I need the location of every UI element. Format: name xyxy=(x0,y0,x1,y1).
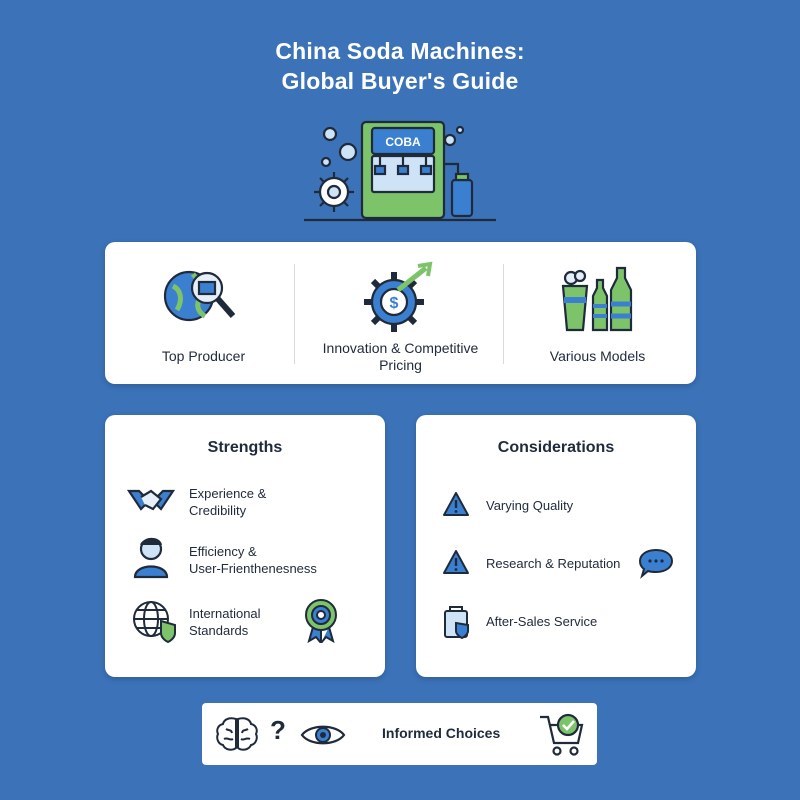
machine-label: COBA xyxy=(385,135,421,149)
informed-choices-bar: ? Informed Choices xyxy=(202,703,597,765)
warning-icon xyxy=(443,492,469,516)
consideration-item: Varying Quality xyxy=(416,491,696,541)
person-icon xyxy=(133,537,169,579)
consideration-item: Research & Reputation xyxy=(416,548,696,599)
strength-item: International Standards xyxy=(105,599,385,649)
informed-choices-label: Informed Choices xyxy=(382,725,501,741)
feature-various-models: Various Models xyxy=(499,242,696,384)
soda-machine-illustration: COBA xyxy=(304,120,496,222)
strength-item: Efficiency & User-Frienthenesness xyxy=(105,535,385,585)
award-badge-icon xyxy=(305,599,337,643)
feature-label: Top Producer xyxy=(161,348,246,364)
feature-label: Innovation & Competitive Pricing xyxy=(322,340,479,373)
consideration-text: After-Sales Service xyxy=(486,614,598,629)
strength-text: Experience & Credibility xyxy=(189,486,267,518)
chat-bubble-icon xyxy=(638,548,674,579)
service-icon xyxy=(444,606,469,639)
cart-check-icon xyxy=(540,713,584,756)
consideration-item: After-Sales Service xyxy=(416,605,696,655)
features-card: Top Producer $ Innovation & Competitive … xyxy=(105,242,696,384)
considerations-card: Considerations Varying Quality Research … xyxy=(416,415,696,677)
handshake-icon xyxy=(127,489,175,511)
eye-icon xyxy=(300,725,346,745)
feature-top-producer: Top Producer xyxy=(105,242,302,384)
warning-icon xyxy=(443,550,469,574)
considerations-heading: Considerations xyxy=(497,439,615,456)
strengths-card: Strengths Experience & Credibility Effic… xyxy=(105,415,385,677)
title-line-1: China Soda Machines: xyxy=(275,38,525,64)
title-line-2: Global Buyer's Guide xyxy=(281,68,519,94)
feature-innovation-pricing: $ Innovation & Competitive Pricing xyxy=(302,242,499,384)
strength-item: Experience & Credibility xyxy=(105,481,385,531)
gear-dollar-growth-icon: $ xyxy=(363,261,432,332)
brain-icon xyxy=(216,717,258,751)
feature-label: Various Models xyxy=(549,348,646,364)
consideration-text: Varying Quality xyxy=(486,498,574,513)
drinks-bottles-icon xyxy=(561,266,632,332)
globe-shield-icon xyxy=(133,601,176,643)
page-title: China Soda Machines: Global Buyer's Guid… xyxy=(0,36,800,96)
question-mark: ? xyxy=(270,715,286,745)
globe-magnifier-icon xyxy=(163,270,235,322)
strength-text: Efficiency & User-Frienthenesness xyxy=(189,544,317,576)
strengths-heading: Strengths xyxy=(207,439,283,456)
strength-text: International Standards xyxy=(189,606,261,638)
svg-text:$: $ xyxy=(389,295,398,312)
divider xyxy=(503,264,504,364)
divider xyxy=(294,264,295,364)
consideration-text: Research & Reputation xyxy=(486,556,621,571)
